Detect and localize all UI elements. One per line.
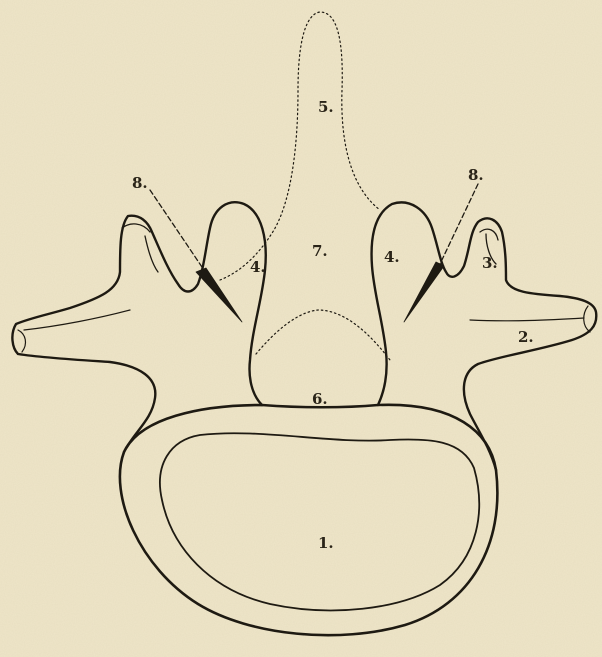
label-canal-bottom: 6. [312, 390, 328, 408]
label-mammillary: 3. [482, 254, 498, 272]
label-body: 1. [318, 534, 334, 552]
label-canal: 7. [312, 242, 328, 260]
label-spinous: 5. [318, 98, 334, 116]
label-articular-left: 4. [250, 258, 266, 276]
label-leader-right: 8. [468, 166, 484, 184]
label-transverse: 2. [518, 328, 534, 346]
label-articular-right: 4. [384, 248, 400, 266]
label-leader-left: 8. [132, 174, 148, 192]
